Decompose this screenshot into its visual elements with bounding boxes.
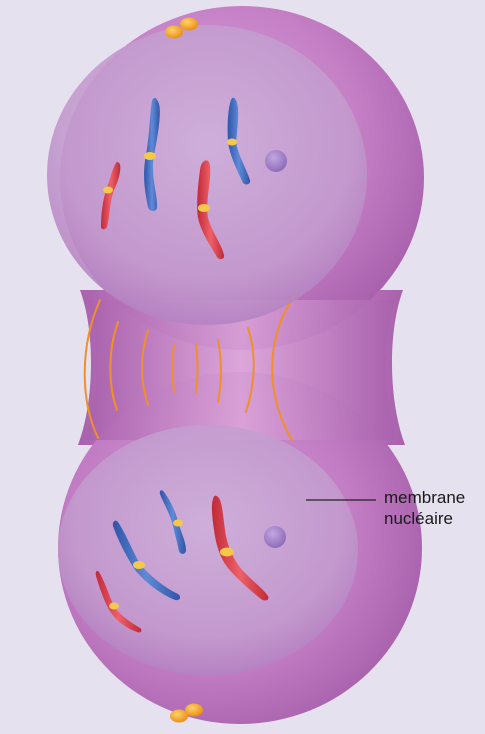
centromere bbox=[103, 187, 113, 194]
membrane-label: membrane nucléaire bbox=[384, 487, 465, 529]
lower-nucleolus bbox=[264, 526, 286, 548]
lower-nucleus bbox=[58, 425, 358, 675]
centriole bbox=[185, 704, 203, 717]
centromere bbox=[220, 548, 234, 557]
centromere bbox=[133, 561, 145, 569]
centriole bbox=[180, 18, 198, 31]
upper-nucleus bbox=[47, 25, 367, 325]
centromere bbox=[198, 204, 210, 212]
membrane-label-line-1: membrane bbox=[384, 487, 465, 508]
centromere bbox=[227, 139, 237, 146]
centriole bbox=[165, 26, 183, 39]
centromere bbox=[109, 603, 119, 610]
lower-nuclear-membrane bbox=[58, 425, 358, 675]
upper-nucleolus bbox=[265, 150, 287, 172]
centromere bbox=[173, 520, 183, 527]
centromere bbox=[144, 152, 156, 160]
membrane-label-line-2: nucléaire bbox=[384, 508, 465, 529]
